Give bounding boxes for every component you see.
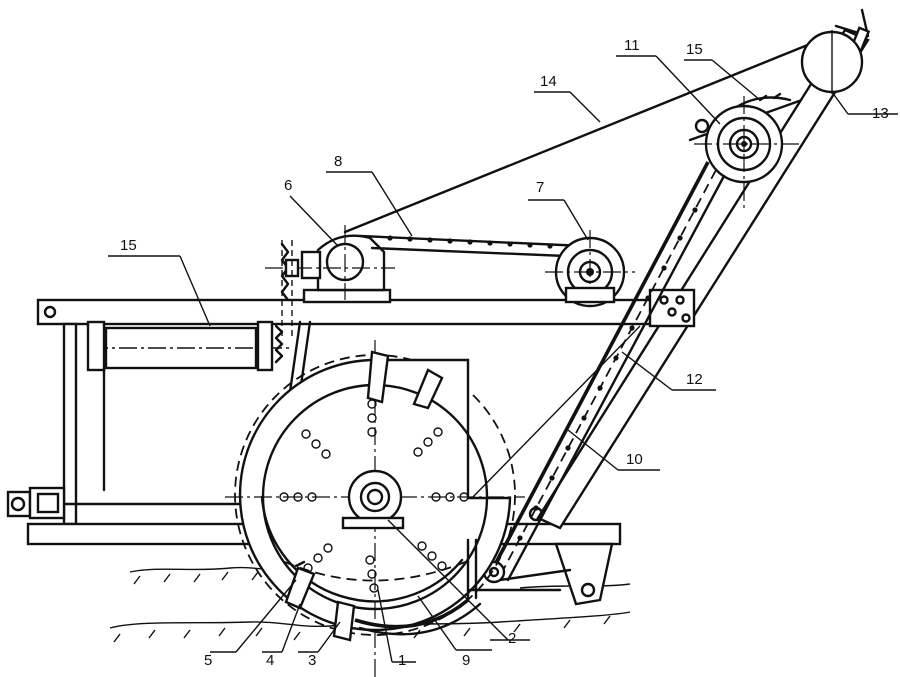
callout-2: 2	[508, 630, 516, 647]
callout-1: 1	[398, 652, 406, 669]
callout-4: 4	[266, 652, 274, 669]
callout-6: 6	[284, 177, 292, 194]
callout-7: 7	[536, 179, 544, 196]
inclined-conveyor-10	[482, 161, 726, 584]
callout-8: 8	[334, 153, 342, 170]
callout-14: 14	[540, 73, 557, 90]
cylinder-roller	[86, 320, 290, 372]
gearbox-6	[265, 225, 395, 340]
pulley-13	[800, 30, 864, 94]
support-skid	[468, 542, 614, 606]
callout-9: 9	[462, 652, 470, 669]
callout-labels: 1 2 3 4 5 6 7 8 9 10 11 12 13 14 15 15	[120, 37, 889, 669]
rotor-knives	[284, 350, 444, 642]
chain-conveyor-8	[358, 234, 586, 258]
callout-15-left: 15	[120, 237, 137, 254]
callout-15-right: 15	[686, 41, 703, 58]
callout-10: 10	[626, 451, 643, 468]
callout-12: 12	[686, 371, 703, 388]
leader-lines	[108, 55, 898, 663]
pulley-11	[694, 92, 800, 210]
callout-11: 11	[624, 37, 640, 54]
callout-3: 3	[308, 652, 316, 669]
callout-13: 13	[872, 105, 889, 122]
callout-5: 5	[204, 652, 212, 669]
pulley-7	[545, 230, 635, 308]
